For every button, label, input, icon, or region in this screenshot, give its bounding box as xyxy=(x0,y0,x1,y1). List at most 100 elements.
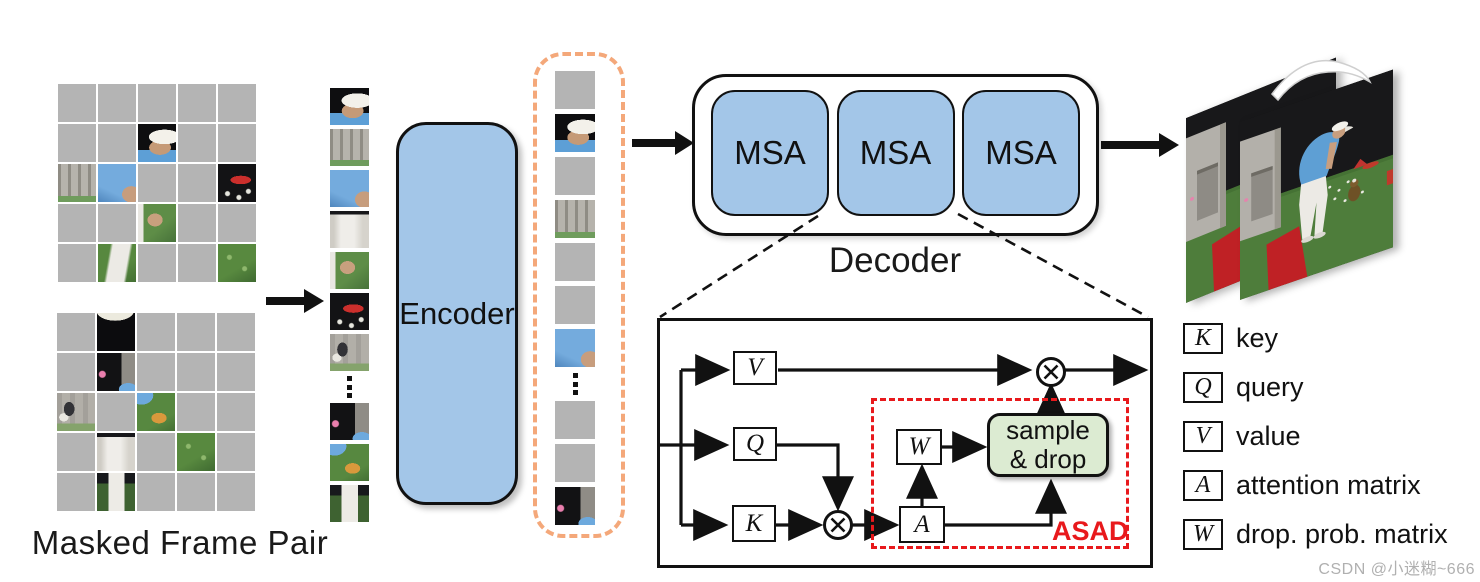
patch-gray xyxy=(555,286,595,324)
patch-gray xyxy=(555,71,595,109)
arrow-tokens-to-decoder xyxy=(632,131,694,155)
msa-label: MSA xyxy=(859,134,932,171)
masked-frame-pair-label: Masked Frame Pair xyxy=(31,524,329,561)
encoder-block: Encoder xyxy=(396,122,518,505)
legend-symbol-a: A xyxy=(1183,469,1223,501)
masked-patch-grass xyxy=(218,244,256,282)
masked-patch-gray xyxy=(98,84,136,122)
masked-patch-gray xyxy=(177,353,215,391)
msa-label: MSA xyxy=(734,134,806,171)
legend-row-key: K key xyxy=(1183,322,1480,354)
masked-patch-scene xyxy=(57,393,95,431)
masked-patch-gray xyxy=(178,164,216,202)
legend: K key Q query V value A attention matrix… xyxy=(1183,322,1480,567)
encoder-label: Encoder xyxy=(399,295,515,331)
masked-patch-gray xyxy=(57,473,95,511)
masked-patch-pants xyxy=(97,433,135,471)
sample-drop-line2: & drop xyxy=(1009,444,1087,474)
masked-patch-gray xyxy=(137,433,175,471)
masked-patch-torso xyxy=(98,164,136,202)
masked-patch-gray xyxy=(178,204,216,242)
patch-gray xyxy=(555,243,595,281)
legend-row-query: Q query xyxy=(1183,371,1480,403)
masked-patch-gray xyxy=(58,204,96,242)
watermark: CSDN @小迷糊~666 xyxy=(1318,561,1475,578)
legend-label-query: query xyxy=(1236,371,1304,402)
patch-grassbasket xyxy=(330,444,369,481)
decoder-block: MSA MSA MSA xyxy=(692,74,1099,236)
patch-pants xyxy=(330,211,369,248)
ellipsis-dots xyxy=(572,372,578,396)
patch-cap xyxy=(330,88,369,125)
arrow-grids-to-patches xyxy=(266,289,324,313)
masked-patch-wall xyxy=(58,164,96,202)
legend-symbol-w: W xyxy=(1183,518,1223,550)
masked-patch-gray xyxy=(218,124,256,162)
masked-patch-gray xyxy=(138,84,176,122)
patch-basket xyxy=(330,293,369,330)
sample-drop-box: sample & drop xyxy=(987,413,1109,477)
masked-patch-gray xyxy=(138,164,176,202)
patch-hand xyxy=(330,252,369,289)
patch-scene xyxy=(330,334,369,371)
w-box: W xyxy=(896,429,942,465)
token-dashed-box xyxy=(533,52,625,538)
masked-patch-gray xyxy=(217,393,255,431)
patch-gray xyxy=(555,157,595,195)
attention-wiring xyxy=(660,354,1149,541)
masked-patch-gray xyxy=(178,244,216,282)
patch-door xyxy=(555,487,595,525)
masked-patch-gray xyxy=(218,84,256,122)
msa-block-2: MSA xyxy=(836,90,955,216)
page-curl xyxy=(1271,59,1372,102)
v-box: V xyxy=(733,351,777,385)
patch-gray xyxy=(555,401,595,439)
masked-patch-gray xyxy=(177,313,215,351)
masked-grid-top xyxy=(58,84,256,282)
asad-dashed-rect xyxy=(871,398,1129,549)
masked-patch-gray xyxy=(58,84,96,122)
token-column xyxy=(555,71,595,525)
masked-patch-cap xyxy=(138,124,176,162)
masked-patch-pantsgrass xyxy=(98,244,136,282)
legend-symbol-v: V xyxy=(1183,420,1223,452)
q-box: Q xyxy=(733,427,777,461)
k-box: K xyxy=(732,505,776,542)
masked-patch-gray xyxy=(137,473,175,511)
patch-column xyxy=(330,88,369,522)
masked-patch-grassbasket xyxy=(137,393,175,431)
legend-symbol-q: Q xyxy=(1183,371,1223,403)
masked-patch-gray xyxy=(218,204,256,242)
masked-patch-gray xyxy=(58,124,96,162)
attention-detail-box: ASAD V Q K W A sample & drop xyxy=(657,318,1153,568)
multiply-circle-bottom xyxy=(823,510,853,540)
patch-wall xyxy=(555,200,595,238)
decoder-label: Decoder xyxy=(828,241,962,280)
masked-patch-gray xyxy=(178,124,216,162)
masked-patch-grass xyxy=(177,433,215,471)
patch-door xyxy=(330,403,369,440)
masked-patch-gray xyxy=(97,393,135,431)
masked-patch-gray xyxy=(98,204,136,242)
a-box: A xyxy=(899,506,945,543)
masked-patch-gray xyxy=(217,353,255,391)
msa-block-1: MSA xyxy=(711,90,829,216)
masked-patch-gray xyxy=(58,244,96,282)
masked-patch-gray xyxy=(217,313,255,351)
masked-patch-gray xyxy=(177,393,215,431)
sample-drop-line1: sample xyxy=(1006,415,1090,446)
masked-patch-gray xyxy=(177,473,215,511)
legend-symbol-k: K xyxy=(1183,322,1223,354)
legend-label-key: key xyxy=(1236,322,1279,353)
arrow-decoder-to-frames xyxy=(1101,133,1179,157)
asad-label: ASAD xyxy=(1052,516,1129,546)
masked-patch-gray xyxy=(57,353,95,391)
patch-torso xyxy=(555,329,595,367)
ellipsis-dots xyxy=(347,375,352,399)
legend-label-value: value xyxy=(1236,420,1301,451)
patch-torso xyxy=(330,170,369,207)
masked-patch-gray xyxy=(217,433,255,471)
msa-label: MSA xyxy=(985,134,1057,171)
masked-patch-hand xyxy=(138,204,176,242)
